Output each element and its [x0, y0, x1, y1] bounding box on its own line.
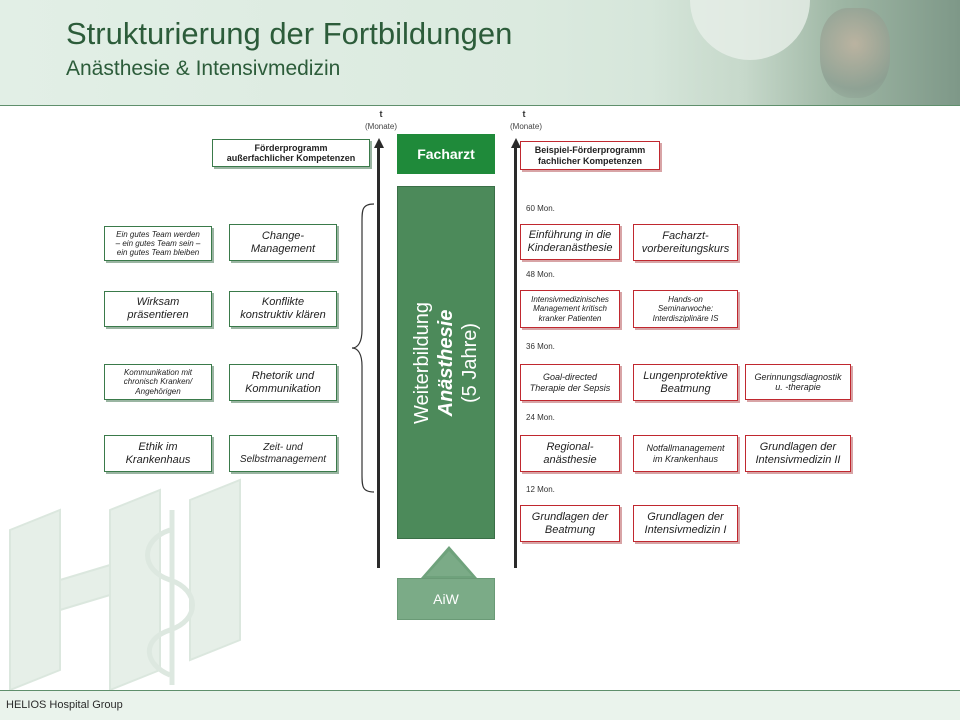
page-subtitle: Anästhesie & Intensivmedizin: [66, 57, 341, 80]
footer-divider: [0, 690, 960, 691]
weiterbildung-bar: Weiterbildung Anästhesie (5 Jahre): [397, 186, 495, 539]
right-axis-unit-label: (Monate): [509, 122, 542, 131]
weiterbildung-line-3: (5 Jahre): [459, 322, 481, 403]
left-inner-box-1: Change-Management: [229, 224, 337, 261]
left-time-axis: [377, 146, 380, 568]
left-outer-box-1: Ein gutes Team werden– ein gutes Team se…: [104, 226, 212, 261]
helios-watermark-logo: [9, 478, 241, 690]
header-divider: [0, 105, 960, 106]
curly-brace-icon: [351, 203, 375, 493]
page-title: Strukturierung der Fortbildungen: [66, 16, 513, 51]
aiw-box: AiW: [397, 578, 495, 620]
weiterbildung-label: Weiterbildung Anästhesie (5 Jahre): [410, 302, 482, 424]
month-label-48: 48 Mon.: [526, 270, 555, 279]
right-axis-t-label: t: [522, 109, 526, 119]
left-axis-t-label: t: [379, 109, 383, 119]
left-axis-unit-label: (Monate): [364, 122, 397, 131]
footer-company-name: HELIOS Hospital Group: [6, 699, 123, 711]
header-photo: [650, 0, 960, 106]
month-label-24: 24 Mon.: [526, 413, 555, 422]
right-time-axis: [514, 146, 517, 568]
facharzt-box: Facharzt: [397, 134, 495, 174]
month-label-60: 60 Mon.: [526, 204, 555, 213]
month-label-12: 12 Mon.: [526, 485, 555, 494]
aiw-arrow-up-icon: [421, 546, 477, 578]
weiterbildung-line-2: Anästhesie: [435, 309, 457, 416]
course-regionalanaesthesie: Regional-anästhesie: [520, 435, 620, 472]
header-photo-cap: [690, 0, 810, 60]
course-facharzt-vorbereitung: Facharzt-vorbereitungskurs: [633, 224, 738, 261]
left-axis-arrowhead: [374, 138, 384, 148]
footer-bar: HELIOS Hospital Group: [0, 691, 960, 720]
month-label-36: 36 Mon.: [526, 342, 555, 351]
header-banner: [0, 0, 960, 106]
right-axis-arrowhead: [511, 138, 521, 148]
header-photo-face: [820, 8, 890, 98]
weiterbildung-line-1: Weiterbildung: [411, 301, 433, 424]
